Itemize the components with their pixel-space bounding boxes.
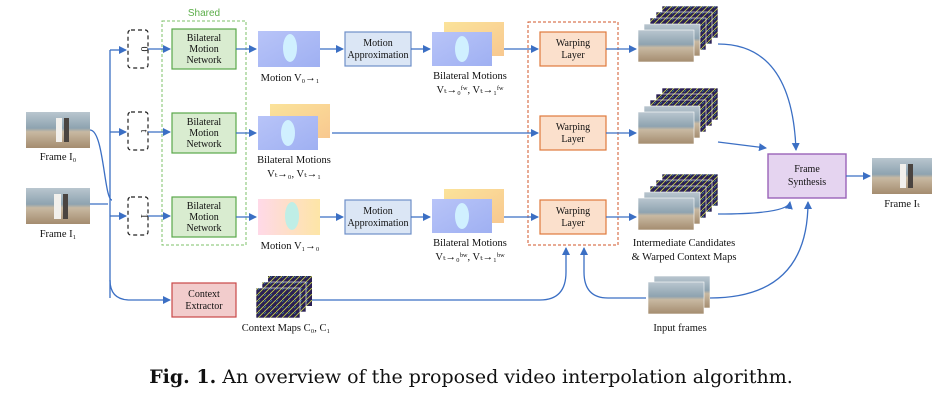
warping-layer-bottom: Warping Layer — [539, 199, 607, 235]
frame-i0-label: Frame I₀ — [40, 152, 77, 163]
svg-text:Motion: Motion — [189, 44, 218, 55]
svg-text:Context: Context — [188, 289, 220, 300]
svg-text:Bilateral: Bilateral — [187, 201, 222, 212]
warping-layer-middle: Warping Layer — [539, 115, 607, 151]
motion-approximation-top: Motion Approximation — [344, 31, 412, 67]
svg-text:0: 0 — [138, 47, 149, 52]
input-frames-label: Input frames — [653, 323, 706, 334]
intermediate-label-2: & Warped Context Maps — [632, 252, 737, 263]
bilateral-motions-bw-sub: Vₜ→₀ᵇʷ, Vₜ→₁ᵇʷ — [435, 252, 505, 263]
bmn-box-top: Bilateral Motion Network — [171, 28, 237, 70]
motion-approximation-bottom: Motion Approximation — [344, 199, 412, 235]
svg-text:Motion: Motion — [189, 128, 218, 139]
svg-text:Network: Network — [187, 139, 222, 150]
frame-i0-thumbnail — [26, 112, 90, 148]
bmn-box-middle: Bilateral Motion Network — [171, 112, 237, 154]
svg-text:1: 1 — [138, 214, 149, 219]
svg-text:Motion: Motion — [363, 38, 392, 49]
context-maps-label: Context Maps C₀, C₁ — [242, 323, 330, 334]
svg-text:Motion: Motion — [363, 206, 392, 217]
frame-synthesis-box: Frame Synthesis — [767, 153, 847, 199]
svg-text:Warping: Warping — [556, 122, 590, 133]
bilateral-motions-fw-label: Bilateral Motions — [433, 71, 507, 82]
output-frame-thumbnail — [872, 158, 932, 194]
svg-text:Layer: Layer — [561, 218, 585, 229]
svg-text:Approximation: Approximation — [347, 50, 408, 61]
svg-text:Layer: Layer — [561, 134, 585, 145]
motion-v10-image — [258, 199, 320, 235]
caption-prefix: Fig. 1. — [149, 366, 217, 388]
bilateral-motions-mid-image — [258, 104, 330, 150]
svg-text:Warping: Warping — [556, 206, 590, 217]
output-frame-label: Frame Iₜ — [884, 199, 920, 210]
connector-arrows — [89, 43, 871, 304]
caption-text: An overview of the proposed video interp… — [216, 366, 793, 388]
input-frames-image — [647, 275, 711, 315]
candidate-stack-bottom — [637, 173, 719, 231]
warping-layer-top: Warping Layer — [539, 31, 607, 67]
bilateral-motions-fw-image — [432, 22, 504, 66]
svg-text:Bilateral: Bilateral — [187, 33, 222, 44]
candidate-stack-middle — [637, 87, 719, 145]
svg-text:Synthesis: Synthesis — [788, 177, 826, 188]
frame-i1-thumbnail — [26, 188, 90, 224]
bmn-box-bottom: Bilateral Motion Network — [171, 196, 237, 238]
bilateral-motions-fw-sub: Vₜ→₀ᶠʷ, Vₜ→₁ᶠʷ — [436, 85, 504, 96]
time-token-0: 0 — [127, 29, 149, 69]
time-token-t: t — [127, 111, 149, 151]
intermediate-label-1: Intermediate Candidates — [633, 238, 735, 249]
context-extractor-box: Context Extractor — [171, 282, 237, 318]
svg-text:Bilateral: Bilateral — [187, 117, 222, 128]
context-maps-image — [255, 276, 312, 319]
svg-text:t: t — [138, 130, 149, 133]
svg-text:Motion: Motion — [189, 212, 218, 223]
svg-text:Network: Network — [187, 55, 222, 66]
bilateral-motions-mid-label: Bilateral Motions — [257, 155, 331, 166]
svg-text:Network: Network — [187, 223, 222, 234]
bilateral-motions-mid-sub: Vₜ→₀, Vₜ→₁ — [267, 169, 321, 180]
candidate-stack-top — [637, 5, 719, 63]
svg-text:Layer: Layer — [561, 50, 585, 61]
bilateral-motions-bw-label: Bilateral Motions — [433, 238, 507, 249]
svg-text:Approximation: Approximation — [347, 218, 408, 229]
frame-i1-label: Frame I₁ — [40, 229, 77, 240]
motion-v01-image — [258, 31, 320, 67]
svg-text:Extractor: Extractor — [185, 301, 223, 312]
bilateral-motions-bw-image — [432, 189, 504, 233]
time-token-1: 1 — [127, 196, 149, 236]
svg-text:Frame: Frame — [794, 164, 820, 175]
figure-caption: Fig. 1. An overview of the proposed vide… — [0, 366, 942, 388]
svg-text:Warping: Warping — [556, 38, 590, 49]
motion-v10-label: Motion V₁→₀ — [261, 241, 320, 252]
shared-label: Shared — [188, 8, 220, 19]
motion-v01-label: Motion V₀→₁ — [261, 73, 320, 84]
